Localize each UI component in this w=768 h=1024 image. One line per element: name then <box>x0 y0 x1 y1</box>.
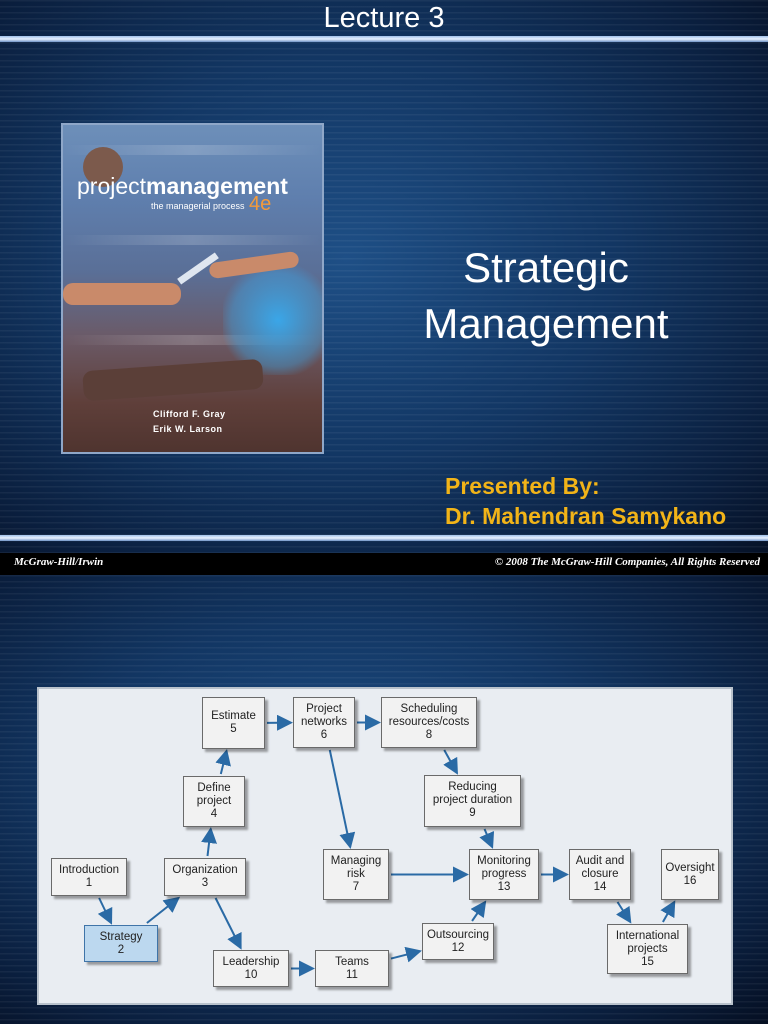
book-subtitle: the managerial process <box>151 201 245 211</box>
arrow-networks-to-risk <box>330 750 350 847</box>
node-number: 4 <box>184 808 244 821</box>
arrow-organization-to-leadership <box>216 898 241 948</box>
node-number: 6 <box>294 729 354 742</box>
node-label: Introduction <box>52 864 126 877</box>
node-label: Define project <box>184 782 244 808</box>
node-number: 14 <box>570 881 630 894</box>
node-label: Project networks <box>294 703 354 729</box>
presenter-block: Presented By: Dr. Mahendran Samykano <box>445 471 726 531</box>
top-divider <box>0 36 768 42</box>
arrow-strategy-to-organization <box>147 898 179 923</box>
node-number: 2 <box>85 944 157 957</box>
node-number: 9 <box>425 807 520 820</box>
node-number: 11 <box>316 969 388 982</box>
node-label: Scheduling resources/costs <box>382 703 476 729</box>
arrow-introduction-to-strategy <box>99 898 111 923</box>
node-label: Audit and closure <box>570 855 630 881</box>
node-number: 12 <box>423 942 493 955</box>
node-label: Monitoring progress <box>470 855 538 881</box>
node-number: 16 <box>662 875 718 888</box>
node-number: 1 <box>52 877 126 890</box>
node-label: Leadership <box>214 956 288 969</box>
book-edition: 4e <box>249 193 271 216</box>
node-number: 13 <box>470 881 538 894</box>
arrow-international-to-oversight <box>663 902 674 922</box>
arrow-organization-to-define <box>208 829 211 856</box>
node-label: Estimate <box>203 710 264 723</box>
presenter-name: Dr. Mahendran Samykano <box>445 501 726 531</box>
node-number: 3 <box>165 877 245 890</box>
node-number: 10 <box>214 969 288 982</box>
arrow-teams-to-outsourcing <box>391 951 420 958</box>
node-label: Oversight <box>662 862 718 875</box>
lecture-title: Lecture 3 <box>0 2 768 35</box>
node-label: International projects <box>608 930 687 956</box>
slide-title: Strategic Management <box>396 240 696 352</box>
node-label: Strategy <box>85 931 157 944</box>
arrow-reducing-to-monitoring <box>485 829 493 847</box>
footer-publisher: McGraw-Hill/Irwin <box>14 556 103 568</box>
node-label: Managing risk <box>324 855 388 881</box>
node-label: Organization <box>165 864 245 877</box>
node-number: 15 <box>608 956 687 969</box>
arrow-outsourcing-to-monitoring <box>472 902 485 921</box>
footer-copyright: © 2008 The McGraw-Hill Companies, All Ri… <box>495 556 760 568</box>
arrow-audit-to-international <box>618 902 631 922</box>
arrow-define-to-estimate <box>221 751 227 774</box>
book-author: Erik W. Larson <box>153 424 223 434</box>
footer: McGraw-Hill/Irwin © 2008 The McGraw-Hill… <box>0 553 768 575</box>
node-number: 8 <box>382 729 476 742</box>
book-cover-image: projectmanagement the managerial process… <box>61 123 324 454</box>
node-label: Reducing project duration <box>425 781 520 807</box>
node-label: Teams <box>316 956 388 969</box>
book-author: Clifford F. Gray <box>153 409 226 419</box>
arrow-scheduling-to-reducing <box>444 750 457 773</box>
title-slide: Lecture 3 projectmanagement the manageri… <box>0 0 768 575</box>
presented-by-label: Presented By: <box>445 471 726 501</box>
bottom-divider <box>0 535 768 541</box>
node-number: 7 <box>324 881 388 894</box>
node-number: 5 <box>203 723 264 736</box>
node-label: Outsourcing <box>423 929 493 942</box>
